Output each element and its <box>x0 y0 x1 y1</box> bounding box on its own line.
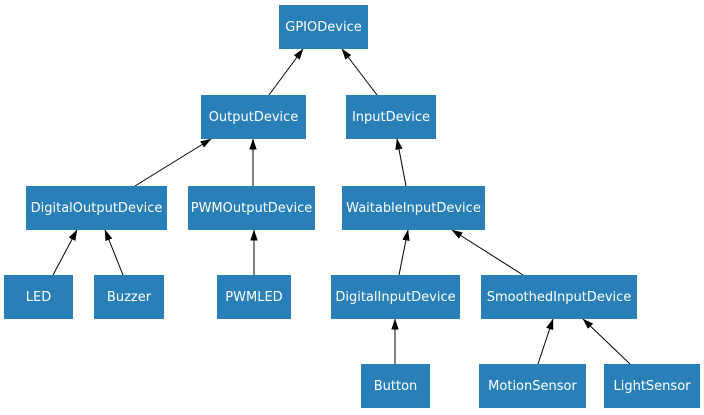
node-waitableinputdevice: WaitableInputDevice <box>342 186 485 230</box>
edge-lightsensor-smoothedinputdevice <box>582 318 631 365</box>
node-digitaloutputdevice: DigitalOutputDevice <box>26 186 167 230</box>
edge-outputdevice-gpiodevice <box>268 48 304 96</box>
edge-digitalinputdevice-waitableinputdevice <box>398 229 410 276</box>
node-digitalinputdevice: DigitalInputDevice <box>331 275 460 319</box>
node-button: Button <box>361 364 430 408</box>
edge-smoothedinputdevice-waitableinputdevice <box>451 229 524 276</box>
edge-led-digitaloutputdevice <box>52 229 78 276</box>
node-motionsensor: MotionSensor <box>479 364 586 408</box>
node-buzzer: Buzzer <box>94 275 164 319</box>
node-smoothedinputdevice: SmoothedInputDevice <box>481 275 637 319</box>
node-led: LED <box>4 275 73 319</box>
node-gpiodevice: GPIODevice <box>279 5 368 49</box>
edge-digitaloutputdevice-outputdevice <box>134 138 212 187</box>
edge-waitableinputdevice-inputdevice <box>395 138 407 187</box>
edge-inputdevice-gpiodevice <box>341 48 378 96</box>
node-inputdevice: InputDevice <box>346 95 436 139</box>
edge-motionsensor-smoothedinputdevice <box>537 318 554 365</box>
node-outputdevice: OutputDevice <box>201 95 306 139</box>
node-pwmoutputdevice: PWMOutputDevice <box>188 186 315 230</box>
node-pwmled: PWMLED <box>217 275 291 319</box>
node-lightsensor: LightSensor <box>604 364 700 408</box>
edge-buzzer-digitaloutputdevice <box>104 229 124 276</box>
